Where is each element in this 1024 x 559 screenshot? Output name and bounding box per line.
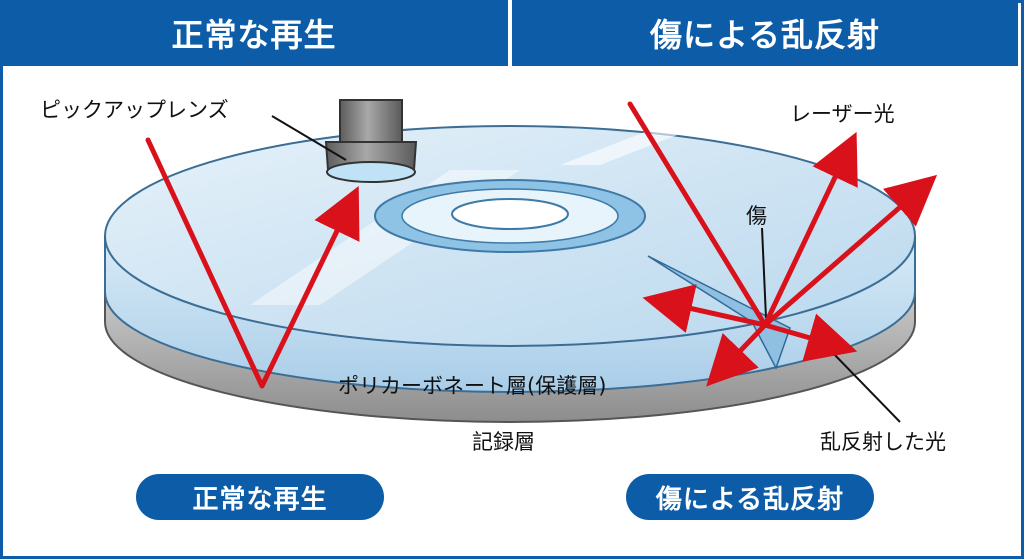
label-pickup-lens: ピックアップレンズ — [40, 98, 229, 122]
header-normal-playback: 正常な再生 — [0, 0, 508, 66]
leader-scattered — [829, 349, 901, 423]
scatter-ray — [706, 323, 767, 387]
scatter-ray — [764, 313, 858, 362]
pickup-lens-glass — [326, 161, 416, 183]
label-recording-layer: 記録層 — [472, 430, 535, 454]
center-hole — [451, 198, 569, 230]
laser-incident-left — [145, 137, 265, 389]
scatter-ray — [642, 284, 766, 333]
pill-normal-playback: 正常な再生 — [136, 474, 384, 520]
scratch-mark — [647, 255, 791, 370]
leader-scratch — [761, 227, 767, 319]
disc-highlight — [560, 130, 690, 165]
disc-illustration — [104, 99, 938, 423]
leader-pickup-lens — [271, 115, 347, 161]
laser-incident-right — [627, 101, 768, 328]
label-polycarbonate-layer: ポリカーボネート層(保護層) — [338, 374, 607, 398]
label-scratch: 傷 — [746, 204, 767, 228]
header-divider — [508, 0, 512, 66]
pill-scratch-scatter: 傷による乱反射 — [626, 474, 874, 520]
header-scratch-scatter: 傷による乱反射 — [512, 0, 1018, 66]
label-scattered-light: 乱反射した光 — [820, 430, 946, 454]
label-laser-light: レーザー光 — [790, 102, 895, 126]
scatter-ray — [763, 174, 938, 327]
laser-reflected-left — [259, 185, 360, 388]
scatter-ray — [762, 131, 858, 327]
